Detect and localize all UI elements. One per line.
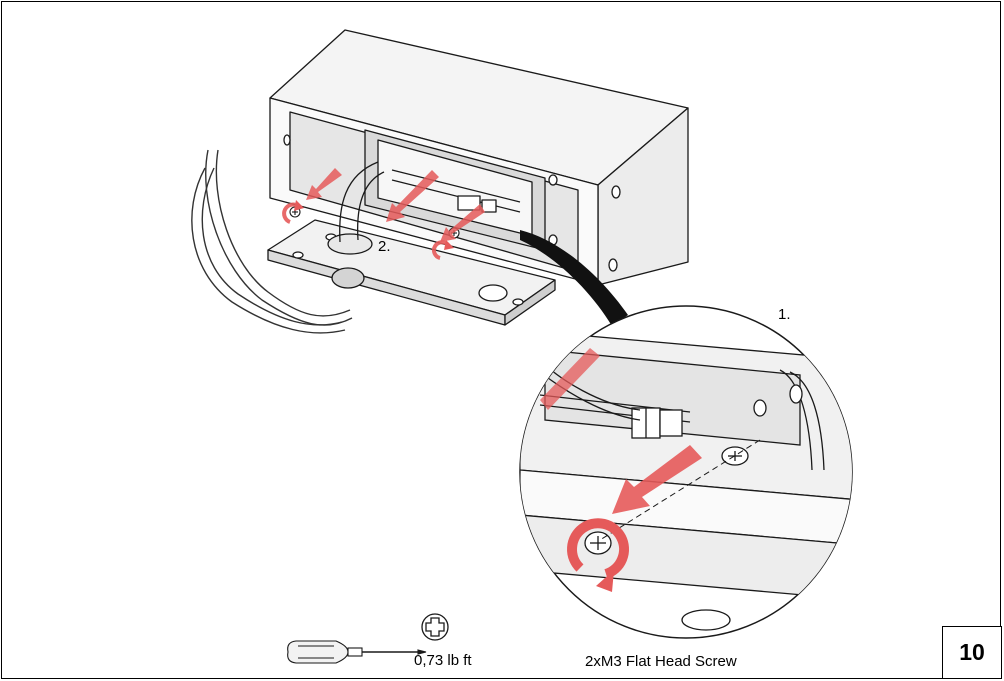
screw-spec: 2xM3 Flat Head Screw: [585, 653, 737, 670]
rotation-arrowhead: [294, 200, 454, 250]
cable-entry: [339, 161, 385, 243]
magnifier-pointer: [520, 230, 628, 326]
rotation-arrow: [282, 202, 450, 260]
step-1-label: 1.: [778, 306, 791, 323]
removal-arrow-zoom: [612, 445, 702, 514]
mounting-plate: [267, 219, 556, 326]
phillips-drive-icon: [421, 613, 449, 641]
screw-axis: [599, 439, 761, 541]
rotation-arrowhead-zoom: [596, 570, 614, 592]
page-number: 10: [942, 626, 1002, 679]
removal-arrow: [306, 168, 485, 242]
step-2-label: 2.: [378, 238, 391, 255]
rotation-arrow-zoom: [567, 518, 629, 579]
enclosure-box: [269, 29, 689, 286]
magnifier-circle: [519, 305, 853, 639]
removal-stripe-zoom: [540, 348, 600, 410]
screwdriver-icon: [287, 640, 427, 664]
torque-value: 0,73 lb ft: [414, 652, 472, 669]
cable: [191, 149, 353, 334]
